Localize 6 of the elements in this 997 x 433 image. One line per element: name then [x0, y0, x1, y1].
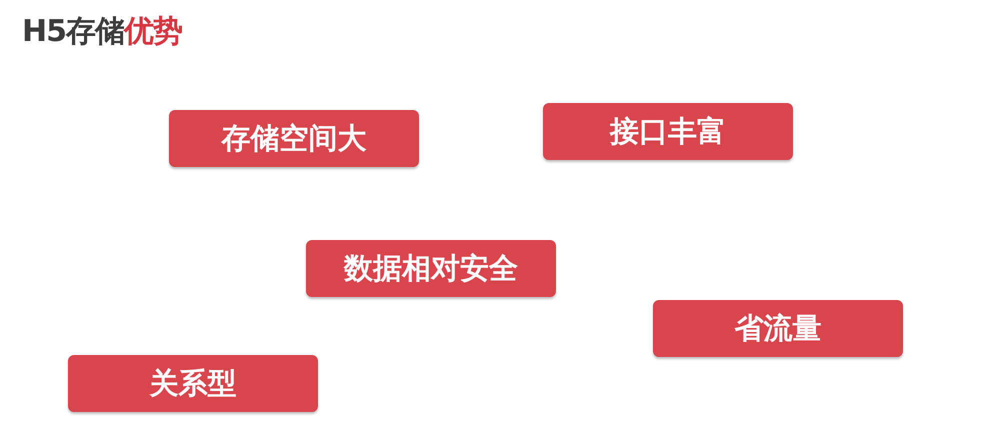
slide-title: H5存储优势 — [22, 13, 182, 51]
feature-box: 关系型 — [68, 355, 318, 412]
feature-box: 存储空间大 — [169, 110, 419, 167]
feature-box: 接口丰富 — [543, 103, 793, 160]
feature-box: 数据相对安全 — [306, 240, 556, 297]
feature-box: 省流量 — [653, 300, 903, 357]
